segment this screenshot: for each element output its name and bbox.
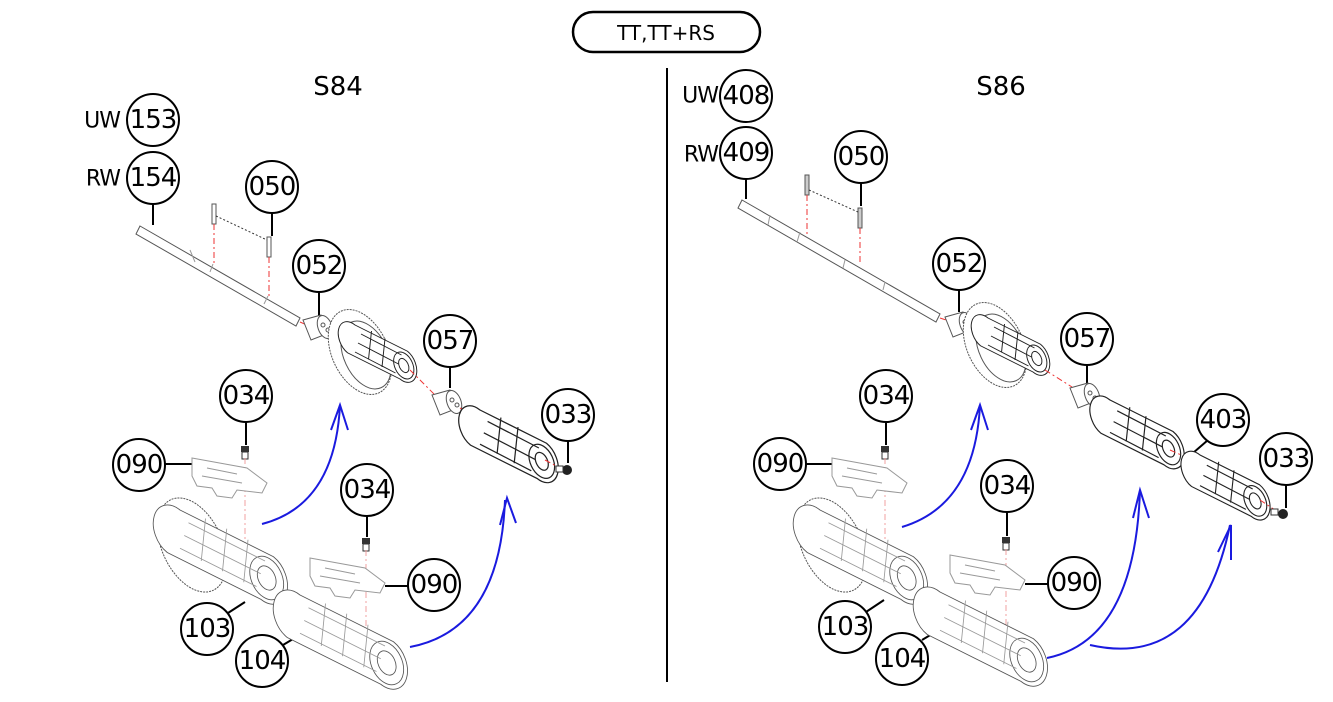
move-arrow-a-s86 [901,401,989,528]
svg-text:050: 050 [249,172,296,202]
shaft-label-uw-s84: UW 153 [84,93,180,147]
screw-034a-s84 [240,445,250,460]
screw-033-s86 [1270,508,1288,519]
svg-text:RW: RW [86,167,121,192]
screw-033-s84 [555,465,572,475]
panel-title-s86: S86 [976,72,1026,102]
callout-spool-gear-s86: 103 [818,600,872,654]
svg-text:052: 052 [296,251,343,281]
svg-text:103: 103 [184,614,231,644]
shaft-s86 [737,199,953,323]
callout-pin-s86: 050 [834,130,888,184]
callout-spool-s86: 104 [875,632,929,686]
callout-screw-top-a-s86: 034 [859,369,913,423]
shaft-s84 [135,225,319,331]
callout-screw-top-a-s84: 034 [219,369,273,423]
callout-collar-b-s86: 057 [1060,312,1114,366]
plate-090b-s86 [949,554,1026,596]
plate-090b-s84 [309,557,386,599]
screw-034b-s84 [361,537,371,552]
callout-plate-a-s84: 090 [112,438,166,492]
shaft-label-rw-s84: RW 154 [86,151,180,205]
end-spool-s86 [1180,450,1272,521]
callout-screw-end-s84: 033 [541,388,595,442]
move-arrow-b-s84 [409,494,517,648]
callout-spool-s84: 104 [235,634,289,688]
svg-text:090: 090 [1051,568,1098,598]
screw-034b-s86 [1001,536,1011,551]
svg-text:057: 057 [427,326,474,356]
callout-plate-b-s86: 090 [1047,556,1101,610]
svg-text:103: 103 [822,612,869,642]
svg-text:033: 033 [1263,444,1310,474]
plate-090a-s84 [191,457,268,499]
panel-s84: S84 [84,72,595,691]
callout-screw-end-s86: 033 [1259,432,1313,486]
svg-text:034: 034 [344,475,391,505]
spool-103-s84 [152,497,291,606]
svg-text:UW: UW [84,109,121,134]
pins-s84 [211,203,272,298]
svg-text:UW: UW [682,84,719,109]
spool-103-s86 [792,497,931,606]
variant-badge: TT,TT+RS [571,10,762,54]
pins-s86 [804,174,863,265]
svg-text:104: 104 [879,644,926,674]
svg-text:090: 090 [116,450,163,480]
svg-text:052: 052 [936,249,983,279]
svg-text:154: 154 [130,163,177,193]
svg-text:034: 034 [984,471,1031,501]
shaft-label-rw-s86: RW 409 [684,126,773,180]
svg-text:050: 050 [838,142,885,172]
plate-090a-s86 [831,457,908,499]
variant-badge-label: TT,TT+RS [616,21,715,45]
svg-text:034: 034 [863,381,910,411]
svg-text:033: 033 [545,400,592,430]
svg-text:090: 090 [757,449,804,479]
callout-collar-a-s84: 052 [292,239,346,293]
callout-screw-top-b-s86: 034 [980,459,1034,513]
callout-collar-b-s84: 057 [423,314,477,368]
svg-text:104: 104 [239,646,286,676]
move-arrow-b-s86 [1046,486,1150,659]
screw-034a-s86 [880,445,890,460]
svg-text:090: 090 [411,570,458,600]
callout-collar-a-s86: 052 [932,237,986,291]
shaft-label-uw-s86: UW 408 [682,69,773,123]
svg-text:408: 408 [723,81,770,111]
svg-text:403: 403 [1200,405,1247,435]
svg-text:153: 153 [130,105,177,135]
middle-spool-s86 [1089,395,1187,470]
svg-text:RW: RW [684,143,719,168]
move-arrow-a-s84 [261,401,349,525]
callout-plate-b-s84: 090 [407,558,461,612]
callout-screw-top-b-s84: 034 [340,463,394,517]
svg-text:409: 409 [723,138,770,168]
callout-pin-s84: 050 [245,160,299,214]
move-arrow-c-s86 [1089,524,1232,650]
spool-104-s84 [272,589,411,691]
spool-104-s86 [912,586,1051,688]
svg-text:034: 034 [223,381,270,411]
panel-title-s84: S84 [313,72,363,102]
collar-057-s84 [431,387,466,417]
panel-s86: S86 [682,69,1313,688]
callout-spool-gear-s84: 103 [180,602,234,656]
callout-washer-s86: 403 [1196,393,1250,447]
svg-text:057: 057 [1064,324,1111,354]
callout-plate-a-s86: 090 [753,437,807,491]
